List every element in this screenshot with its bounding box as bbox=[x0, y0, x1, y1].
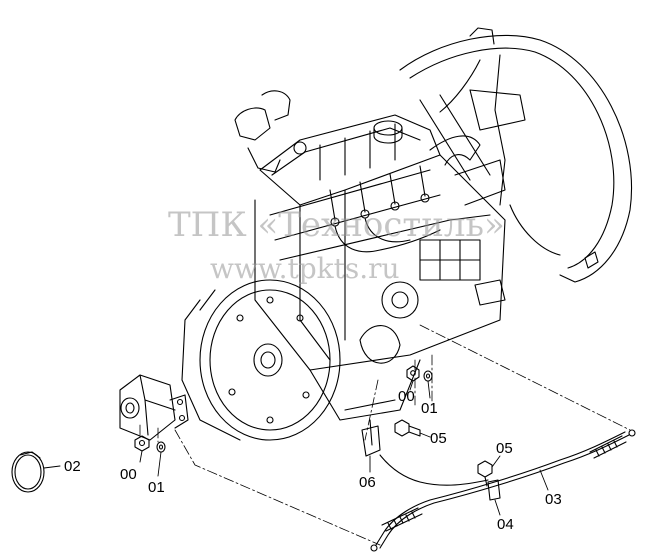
engine-block bbox=[234, 90, 506, 421]
callout-05-engine: 05 bbox=[430, 430, 447, 447]
control-cable bbox=[370, 429, 636, 552]
bolt-05-engine bbox=[394, 419, 421, 437]
callout-01-actuator: 01 bbox=[148, 479, 165, 496]
flywheel bbox=[181, 279, 341, 441]
callout-05-cable: 05 bbox=[496, 440, 513, 457]
callout-00-engine: 00 bbox=[398, 388, 415, 405]
actuator-fasteners bbox=[134, 435, 166, 453]
actuator-unit bbox=[119, 374, 189, 441]
bolt-05-cable bbox=[477, 460, 493, 487]
callout-01-engine: 01 bbox=[421, 400, 438, 417]
callout-02: 02 bbox=[64, 458, 81, 475]
callout-03: 03 bbox=[545, 491, 562, 508]
leader-lines bbox=[43, 380, 549, 516]
callout-06: 06 bbox=[359, 474, 376, 491]
callout-04: 04 bbox=[497, 516, 514, 533]
bell-housing bbox=[399, 27, 632, 283]
hose-clamp-02 bbox=[11, 451, 45, 493]
bracket-06 bbox=[361, 419, 381, 457]
engine-fasteners bbox=[406, 365, 433, 382]
clamp-04 bbox=[487, 479, 501, 501]
callout-00-actuator: 00 bbox=[120, 466, 137, 483]
alignment-lines bbox=[139, 324, 631, 546]
